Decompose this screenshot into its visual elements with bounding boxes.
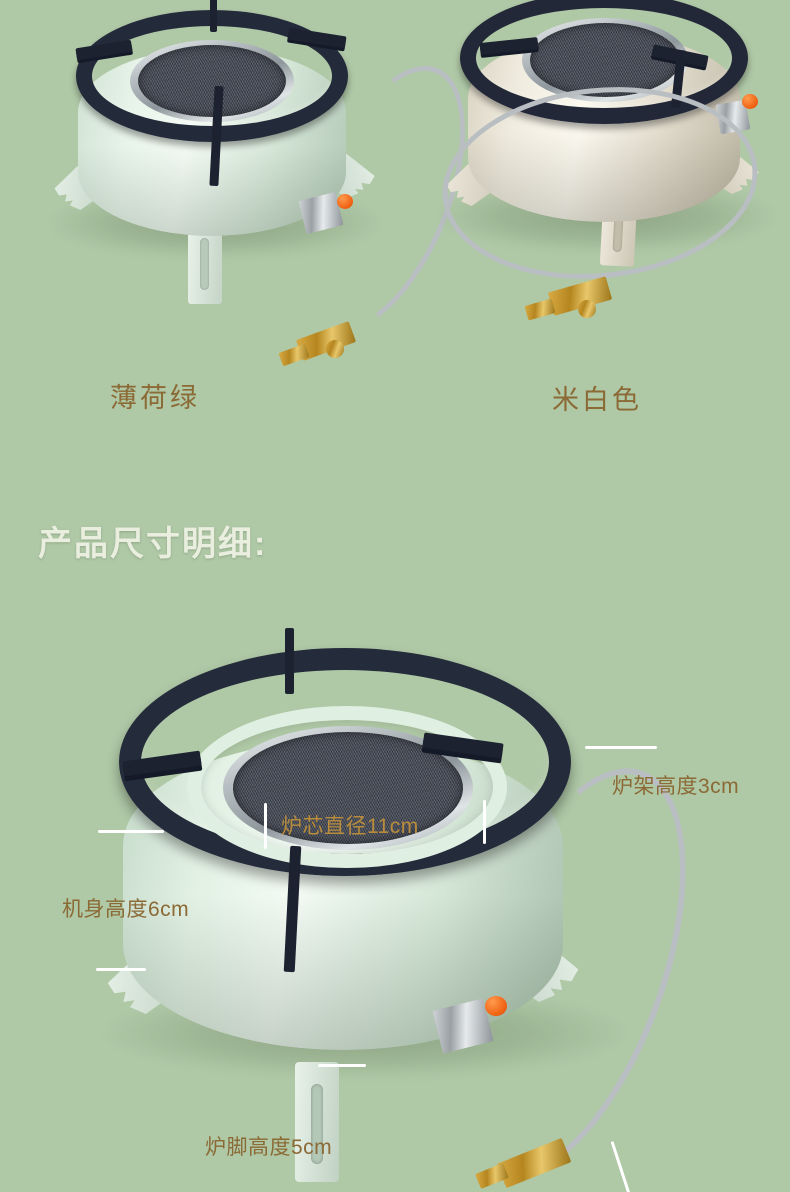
- stove-body-shade: [123, 895, 563, 1050]
- product-photo-dimension: [95, 610, 734, 1192]
- pot-support-fin-back: [210, 0, 217, 32]
- product-photo-mint-green: [40, 0, 498, 367]
- caliper-right-burner-diameter: [483, 800, 486, 844]
- leader-line-body-height-lower: [96, 968, 146, 971]
- igniter-knob: [485, 996, 507, 1016]
- igniter-knob: [742, 94, 758, 109]
- leg-slot: [311, 1084, 323, 1164]
- stove-body-shade: [468, 131, 740, 222]
- leader-line-body-height: [98, 830, 164, 833]
- dimension-label-foot-height: 炉脚高度5cm: [205, 1136, 333, 1159]
- dimension-label-grate-height: 炉架高度3cm: [612, 775, 740, 798]
- brass-outlet: [578, 300, 596, 318]
- brass-nut: [278, 343, 310, 367]
- section-heading-dimensions: 产品尺寸明细:: [38, 525, 268, 563]
- color-label-mint-green: 薄荷绿: [110, 383, 200, 413]
- igniter-knob: [337, 194, 353, 209]
- leader-line-foot-height: [318, 1064, 366, 1067]
- brass-nut: [524, 298, 556, 321]
- leader-line-grate-height: [585, 746, 657, 749]
- dimension-label-burner-core-diameter: 炉芯直径11cm: [281, 815, 419, 838]
- caliper-left-burner-diameter: [264, 803, 267, 849]
- pot-support-fin-back: [285, 628, 294, 694]
- burner-disc: [530, 23, 680, 97]
- dimension-label-body-height: 机身高度6cm: [62, 898, 190, 921]
- burner-disc: [138, 45, 286, 117]
- stove-leg-front: [295, 1062, 339, 1182]
- burner-disc: [233, 732, 463, 844]
- product-photo-cream-white: [430, 0, 774, 321]
- color-label-cream-white: 米白色: [552, 385, 642, 415]
- leg-slot: [200, 238, 209, 290]
- brass-outlet: [326, 340, 344, 358]
